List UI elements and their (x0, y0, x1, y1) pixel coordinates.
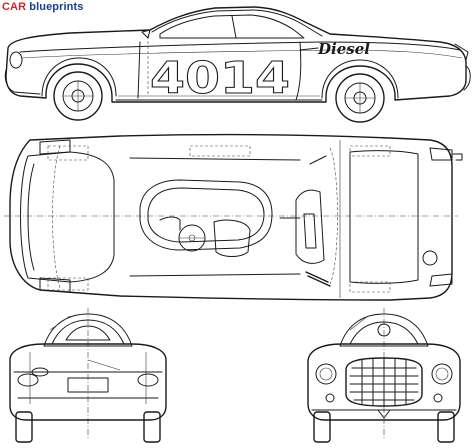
side-rear-wheel (335, 73, 385, 123)
rear-left-tire (15, 411, 33, 443)
top-view (4, 133, 463, 301)
side-window-pillar (231, 15, 237, 39)
front-grille (345, 357, 423, 407)
rear-body-outline (9, 343, 167, 421)
side-front-wheel (53, 71, 103, 121)
side-diesel-badge: Diesel (317, 40, 370, 58)
side-roofline (151, 9, 323, 37)
side-door-cut (137, 41, 302, 101)
side-model-number: 4014 (150, 53, 290, 104)
side-window (159, 14, 305, 39)
front-right-headlamp (431, 363, 453, 385)
logo-suffix-text: blueprints (26, 1, 84, 13)
rear-right-tire (143, 411, 161, 443)
car-blueprints-logo: CAR blueprints (2, 1, 83, 13)
side-body-outline (5, 6, 467, 103)
front-view (307, 308, 461, 443)
side-view: 4014 Diesel (4, 6, 471, 123)
top-windshield (139, 179, 273, 251)
front-right-tire (437, 411, 455, 443)
side-beltline (19, 41, 461, 53)
logo-brand-text: CAR (2, 1, 27, 13)
front-left-headlamp (315, 363, 337, 385)
front-body-outline (307, 343, 461, 421)
rear-view (9, 308, 167, 443)
front-left-tire (313, 411, 331, 443)
top-rear-deck (295, 189, 325, 264)
top-body-outline (9, 133, 453, 301)
top-front-hood (20, 151, 115, 283)
